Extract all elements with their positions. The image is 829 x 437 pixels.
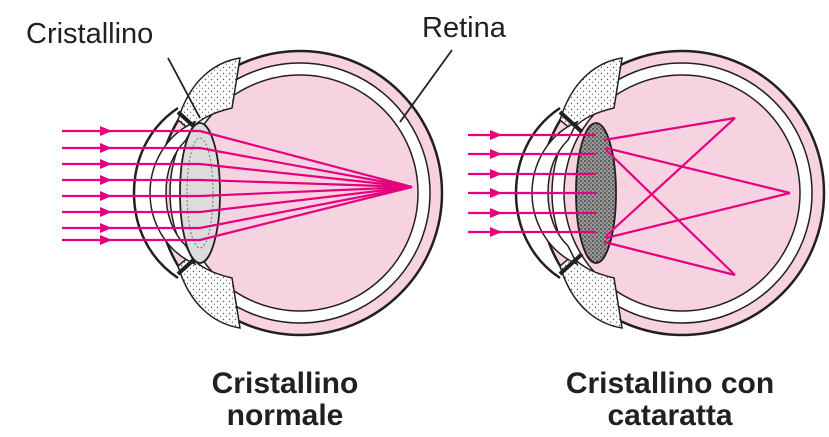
lens-label: Cristallino — [26, 18, 153, 51]
caption-cataract-line2: cataratta — [520, 400, 820, 432]
caption-cataract-line1: Cristallino con — [520, 368, 820, 400]
lens-normal — [180, 123, 220, 263]
caption-normal: Cristallino normale — [160, 368, 410, 432]
caption-normal-line1: Cristallino — [160, 368, 410, 400]
caption-normal-line2: normale — [160, 400, 410, 432]
ray-arrows-cataract — [490, 130, 502, 237]
caption-cataract: Cristallino con cataratta — [520, 368, 820, 432]
retina-leader-line — [400, 50, 452, 122]
retina-label: Retina — [422, 12, 506, 45]
